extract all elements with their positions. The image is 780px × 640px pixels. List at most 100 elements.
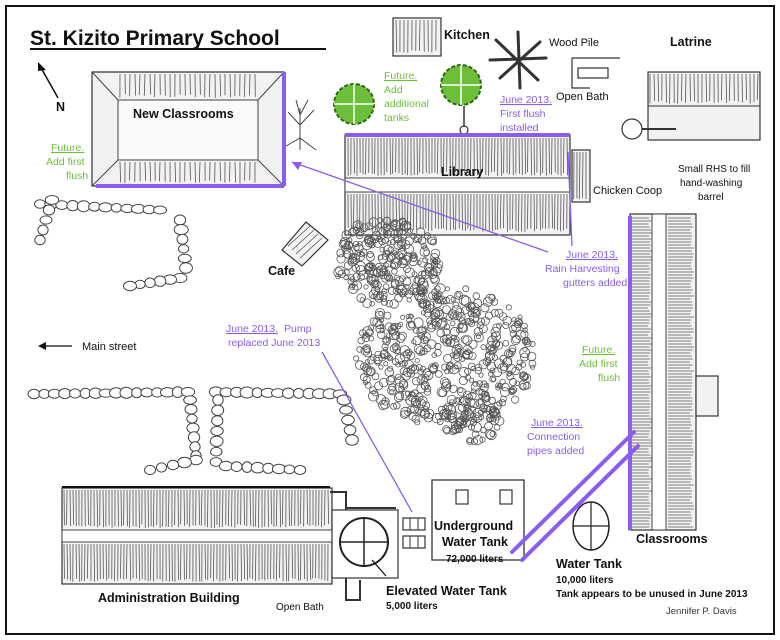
- stone: [294, 466, 305, 475]
- stone: [185, 405, 197, 415]
- hatch-stroke: [255, 490, 256, 526]
- stone: [219, 461, 232, 471]
- hatch-stroke: [534, 194, 535, 231]
- new-classrooms-label: New Classrooms: [133, 107, 234, 121]
- svg-text:additional: additional: [384, 98, 429, 110]
- map-title: St. Kizito Primary School: [30, 27, 280, 50]
- hatch-stroke: [286, 544, 287, 581]
- stone: [213, 395, 223, 406]
- chicken-coop-building: [572, 150, 590, 202]
- water-tank-capacity: 10,000 liters: [556, 575, 614, 586]
- hatch-stroke: [232, 544, 233, 581]
- first-flush-icon: [460, 126, 468, 134]
- hatch-stroke: [241, 544, 242, 581]
- hatch-stroke: [120, 544, 121, 579]
- hatch-stroke: [268, 490, 269, 527]
- main-street-label: Main street: [82, 341, 136, 353]
- june-pipes-note: June 2013. Connection pipes added: [527, 417, 584, 457]
- hatch-stroke: [230, 74, 231, 97]
- stone: [181, 387, 194, 396]
- north-label: N: [56, 100, 65, 114]
- hatch-stroke: [178, 490, 179, 527]
- hatch-stroke: [195, 162, 196, 183]
- stone: [211, 447, 222, 456]
- new-classrooms-building: New Classrooms: [92, 72, 284, 186]
- svg-text:flush: flush: [66, 170, 88, 182]
- hatch-stroke: [567, 138, 568, 175]
- svg-text:gutters added: gutters added: [563, 277, 627, 289]
- stone: [242, 462, 252, 473]
- svg-text:Small RHS to fill: Small RHS to fill: [678, 164, 750, 175]
- stone: [35, 235, 45, 245]
- hatch-stroke: [521, 194, 522, 232]
- svg-text:Add first: Add first: [579, 358, 618, 370]
- svg-text:Underground: Underground: [434, 519, 513, 533]
- administration-label: Administration Building: [98, 591, 240, 605]
- water-tank-icon: [573, 502, 609, 550]
- hatch-stroke: [207, 490, 208, 527]
- hatch-stroke: [135, 74, 136, 96]
- svg-text:hand-washing: hand-washing: [680, 178, 742, 189]
- hatch-stroke: [324, 490, 325, 525]
- hatch-stroke: [552, 194, 553, 228]
- stone: [38, 225, 48, 235]
- future-tank-2-icon: [441, 65, 481, 105]
- stone: [43, 205, 54, 215]
- hatch-stroke: [126, 544, 127, 579]
- stone: [231, 462, 242, 472]
- hatch-stroke: [462, 194, 463, 230]
- svg-text:Pump: Pump: [284, 323, 312, 335]
- svg-text:replaced June 2013: replaced June 2013: [228, 337, 320, 349]
- hatch-stroke: [70, 490, 71, 526]
- hatch-stroke: [244, 490, 245, 525]
- svg-text:Add first: Add first: [46, 156, 85, 168]
- stone: [211, 427, 223, 436]
- stone: [283, 388, 295, 398]
- stone: [178, 254, 191, 262]
- stone: [272, 464, 285, 473]
- stone: [179, 245, 189, 253]
- hatch-stroke: [416, 194, 417, 230]
- hatch-stroke: [270, 544, 271, 579]
- chicken-coop-label: Chicken Coop: [593, 185, 662, 197]
- stone: [178, 457, 192, 467]
- stone: [99, 203, 112, 212]
- hatch-stroke: [560, 194, 561, 231]
- stone: [167, 460, 178, 470]
- svg-text:installed: installed: [500, 122, 539, 134]
- svg-text:Future.: Future.: [51, 142, 84, 154]
- svg-text:Future.: Future.: [582, 344, 615, 356]
- kitchen-label: Kitchen: [444, 28, 490, 42]
- classrooms-label: Classrooms: [636, 532, 708, 546]
- stone: [190, 442, 200, 452]
- svg-text:pipes added: pipes added: [527, 445, 584, 457]
- hand-washing-barrel-icon: [622, 119, 642, 139]
- library-label: Library: [441, 165, 483, 179]
- hatch-stroke: [249, 74, 250, 96]
- stone: [154, 206, 167, 214]
- stone: [77, 201, 89, 212]
- stone: [344, 425, 356, 435]
- stone: [67, 201, 79, 211]
- elevated-water-tank-icon: [332, 510, 398, 578]
- hatch-stroke: [666, 74, 667, 103]
- stone: [210, 436, 223, 446]
- administration-building: [62, 487, 332, 584]
- stone: [174, 225, 188, 235]
- stone: [180, 263, 193, 274]
- stone: [70, 389, 81, 398]
- svg-text:barrel: barrel: [698, 192, 724, 203]
- hatch-stroke: [103, 490, 104, 527]
- svg-text:June 2013.: June 2013.: [531, 417, 583, 429]
- stone: [145, 278, 155, 288]
- hatch-stroke: [214, 490, 215, 528]
- hatch-stroke: [545, 194, 546, 229]
- author-signature: Jennifer P. Davis: [666, 606, 737, 617]
- stone: [157, 463, 167, 472]
- stone: [340, 406, 353, 414]
- svg-text:Add: Add: [384, 84, 403, 96]
- hatch-stroke: [512, 194, 513, 229]
- water-tank-label: Water Tank: [556, 557, 622, 571]
